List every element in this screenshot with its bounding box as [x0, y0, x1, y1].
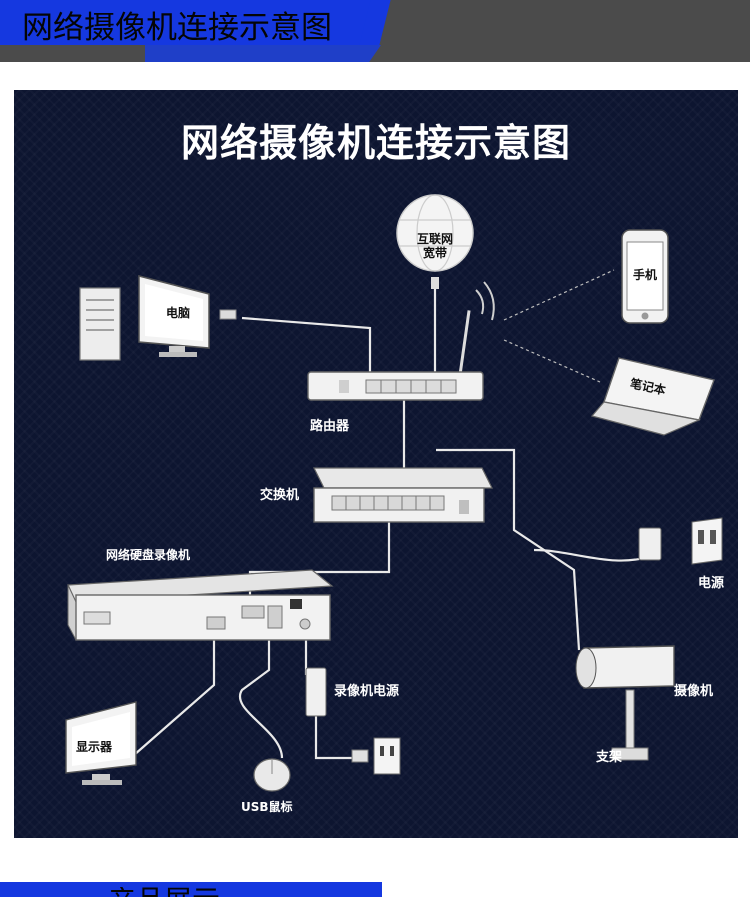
header-banner-shadow — [145, 45, 381, 62]
bracket-label: 支架 — [596, 750, 623, 765]
nvr-network-cable — [248, 520, 391, 605]
footer-title-clip: 产品展示 — [108, 887, 248, 897]
power-label: 电源 — [698, 576, 725, 591]
computer-tower-icon — [79, 287, 121, 361]
computer-monitor-icon — [138, 275, 210, 357]
laptop-icon — [590, 357, 715, 436]
diagram-graphics — [65, 194, 723, 792]
display-monitor-icon — [65, 701, 137, 785]
wifi-link-laptop — [503, 339, 601, 383]
mouse-icon — [253, 758, 291, 792]
computer-label: 电脑 — [165, 306, 190, 320]
page-title: 网络摄像机连接示意图 — [22, 10, 332, 46]
diagram-title: 网络摄像机连接示意图 — [180, 121, 571, 165]
switch-label: 交换机 — [260, 488, 300, 503]
camera-icon — [575, 645, 675, 761]
mouse-label: USB鼠标 — [241, 800, 293, 814]
nvr-icon — [67, 569, 334, 641]
nvr-power-adapter-icon — [305, 667, 401, 775]
switch-icon — [313, 467, 493, 523]
computer-cable — [241, 316, 372, 375]
router-icon — [307, 310, 484, 401]
camera-label: 摄像机 — [674, 684, 714, 699]
nvr-power-plug-cable — [314, 715, 364, 760]
phone-label: 手机 — [632, 268, 657, 282]
mouse-cable — [238, 635, 284, 759]
monitor-cable — [133, 630, 216, 756]
header-banner-accent — [0, 0, 375, 45]
footer-banner — [0, 882, 382, 897]
wifi-link-phone — [503, 269, 615, 321]
connection-diagram: 网络摄像机连接示意图 — [14, 90, 738, 838]
internet-label: 互联网 宽带 — [416, 232, 453, 260]
phone-icon — [621, 229, 669, 324]
camera-power-adapter-icon — [638, 517, 723, 565]
globe-icon — [396, 194, 474, 272]
footer-title: 产品展示 — [108, 887, 248, 897]
router-label: 路由器 — [310, 419, 350, 434]
camera-network-cable — [436, 448, 581, 651]
nvr-label: 网络硬盘录像机 — [106, 548, 191, 562]
nvr-power-label: 录像机电源 — [334, 684, 400, 699]
monitor-label: 显示器 — [76, 740, 113, 754]
